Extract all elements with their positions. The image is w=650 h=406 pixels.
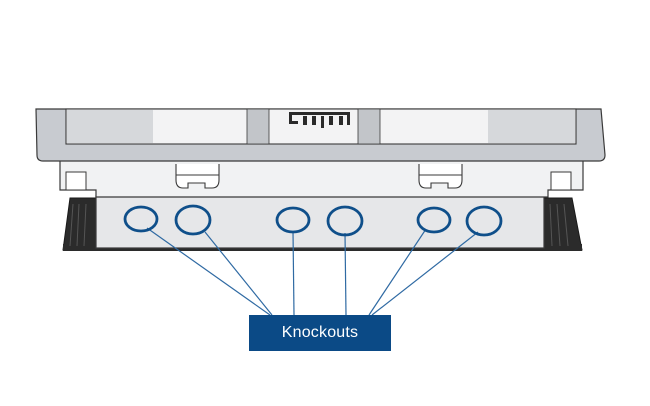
floor-cavity-right	[542, 197, 583, 251]
knockout-3	[275, 206, 311, 234]
box-bezel	[59, 159, 584, 198]
knockouts-label: Knockouts	[281, 324, 359, 341]
floor-cavity-left	[62, 197, 97, 251]
callout-background	[249, 315, 391, 351]
lid-segment-right	[488, 110, 575, 143]
knockout-6	[465, 205, 503, 237]
bezel-corner-tab-right	[550, 171, 572, 191]
knockout-2	[174, 204, 212, 236]
knockout-5	[416, 206, 452, 234]
leader-line-4	[344, 232, 347, 316]
cavity-hatching	[69, 203, 569, 247]
leader-line-3	[292, 230, 295, 316]
leader-lines	[146, 227, 479, 316]
knockouts	[123, 204, 503, 237]
lid-center-divider-left	[246, 108, 270, 145]
bezel-corner-tab-left	[65, 171, 87, 191]
leader-line-6	[371, 231, 479, 316]
latch-icon	[289, 112, 350, 128]
box-body	[95, 195, 545, 249]
hinge-clip-right	[418, 164, 463, 189]
lid-center-divider-right	[357, 108, 381, 145]
leader-line-1	[146, 227, 271, 316]
lid-segment-left	[67, 110, 153, 143]
leader-line-2	[204, 231, 273, 316]
knockout-4	[326, 205, 364, 237]
leader-line-5	[368, 228, 427, 316]
hinge-clip-left	[175, 164, 220, 189]
knockout-1	[123, 205, 159, 233]
